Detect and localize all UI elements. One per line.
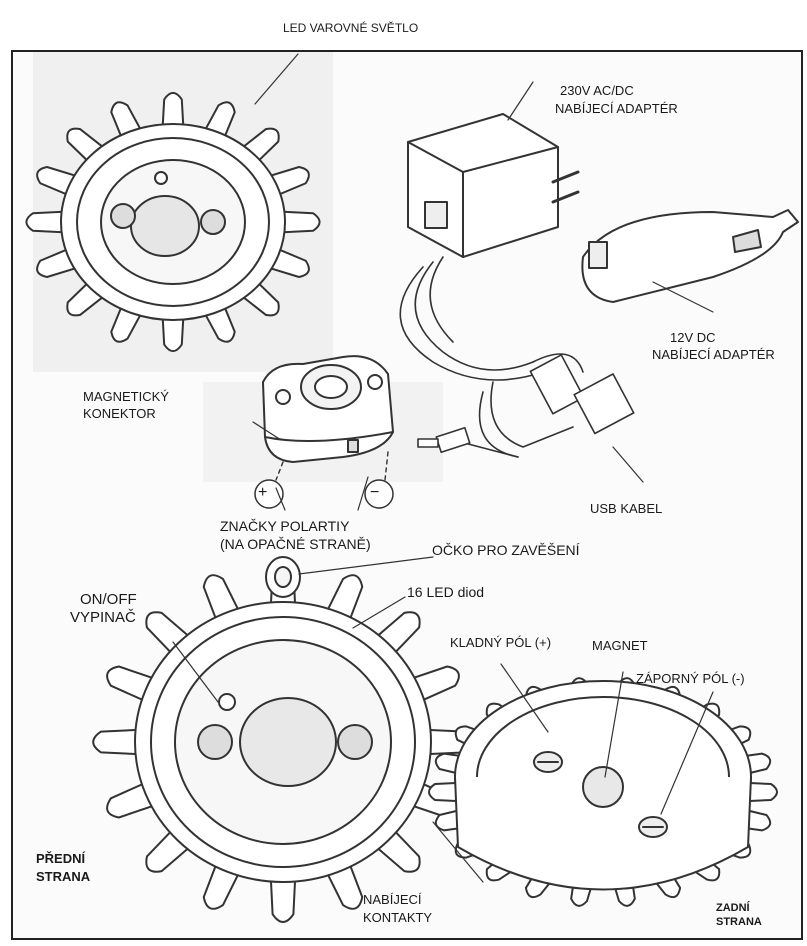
magnetic-connector-label-1: MAGNETICKÝ xyxy=(83,388,169,405)
front-led-light xyxy=(93,557,473,922)
polarity-label-2: (NA OPAČNÉ STRANĚ) xyxy=(220,536,371,553)
hanging-loop-label: OČKO PRO ZAVĚŠENÍ xyxy=(432,542,580,559)
led-warning-light-label: LED VAROVNÉ SVĚTLO xyxy=(283,20,418,37)
charging-contacts-label-2: KONTAKTY xyxy=(363,909,432,926)
minus-symbol: − xyxy=(370,484,379,501)
diagram-frame xyxy=(11,50,803,940)
charging-contacts-label-1: NABÍJECÍ xyxy=(363,891,422,908)
charger-12v-label-2: NABÍJECÍ ADAPTÉR xyxy=(652,346,775,363)
front-side-label-2: STRANA xyxy=(36,868,90,885)
negative-pole-label: ZÁPORNÝ PÓL (-) xyxy=(636,670,745,687)
diagram-illustration xyxy=(13,52,803,940)
back-side-label-2: STRANA xyxy=(716,915,762,929)
magnet-label: MAGNET xyxy=(592,637,648,654)
back-led-light xyxy=(429,678,777,906)
led-count-label: 16 LED diod xyxy=(407,584,484,601)
back-side-label-1: ZADNÍ xyxy=(716,901,750,915)
switch-label-1: ON/OFF xyxy=(80,591,137,608)
switch-label-2: VYPINAČ xyxy=(70,609,136,626)
usb-cable-label: USB KABEL xyxy=(590,500,662,517)
plus-symbol: + xyxy=(258,484,267,501)
leader-hanging-loop xyxy=(299,557,433,574)
magnetic-connector-label-2: KONEKTOR xyxy=(83,405,156,422)
top-led-light xyxy=(26,93,319,351)
charger-230v-label-2: NABÍJECÍ ADAPTÉR xyxy=(555,100,678,117)
front-side-label-1: PŘEDNÍ xyxy=(36,850,85,867)
magnetic-connector-icon xyxy=(253,356,393,462)
charger-12v-icon xyxy=(582,210,798,312)
positive-pole-label: KLADNÝ PÓL (+) xyxy=(450,634,551,651)
charger-230v-label-1: 230V AC/DC xyxy=(560,82,634,99)
charger-12v-label-1: 12V DC xyxy=(670,329,716,346)
polarity-label-1: ZNAČKY POLARTIY xyxy=(220,518,349,535)
charger-230v-icon xyxy=(408,82,578,257)
